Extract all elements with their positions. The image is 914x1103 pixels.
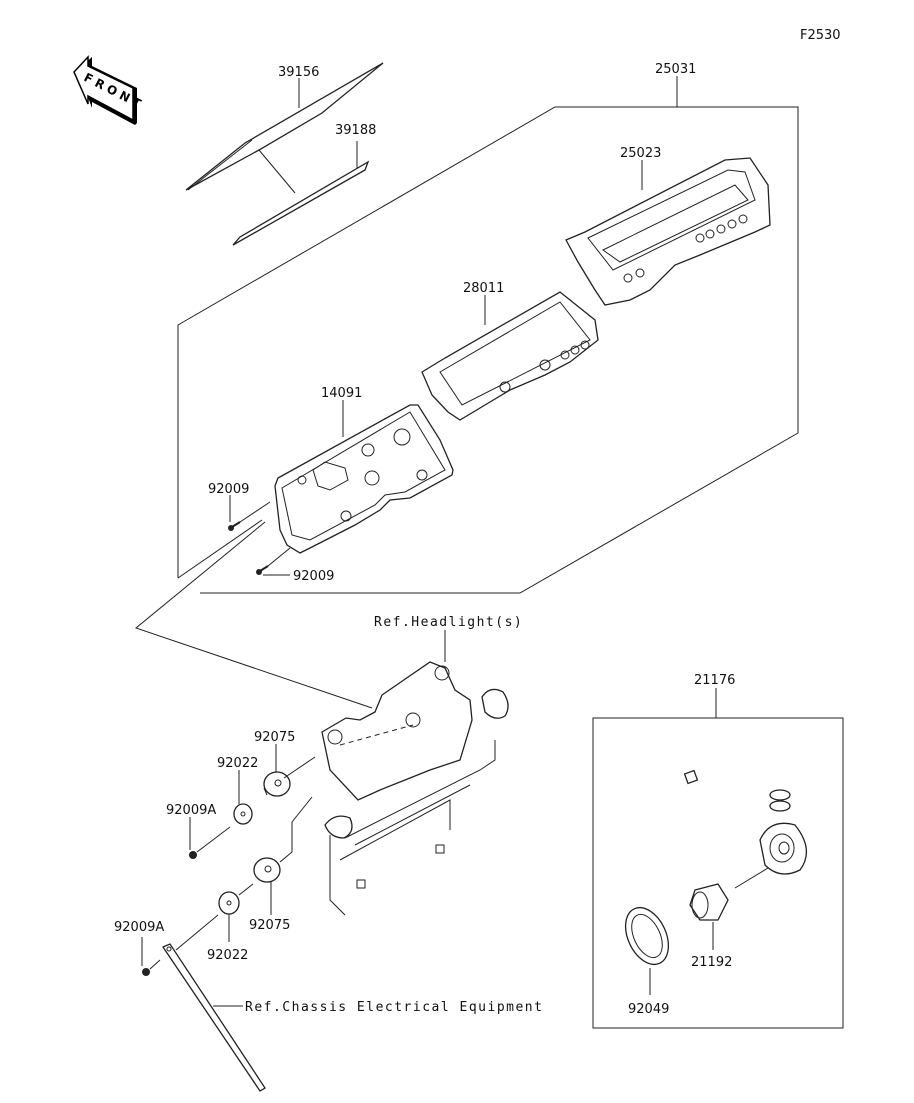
svg-text:92075: 92075 <box>254 730 295 745</box>
leader-meter-bracket <box>134 521 373 709</box>
part-92009A-lower[interactable]: 92009A <box>114 920 164 976</box>
svg-text:92049: 92049 <box>628 1002 669 1017</box>
assembly-outline-25031: 25031 <box>177 62 799 594</box>
svg-text:39188: 39188 <box>335 123 376 138</box>
svg-text:92022: 92022 <box>217 756 258 771</box>
strap-chassis-ref[interactable] <box>162 943 266 1092</box>
figure-id: F2530 <box>800 28 841 43</box>
part-92009-lower[interactable]: 92009 <box>256 547 334 584</box>
part-14091[interactable]: 14091 <box>274 386 454 554</box>
part-25023[interactable]: 25023 <box>565 146 771 306</box>
svg-text:92009: 92009 <box>208 482 249 497</box>
svg-text:92009: 92009 <box>293 569 334 584</box>
bracket-headlight-ref[interactable] <box>321 661 509 916</box>
assembly-25031-label: 25031 <box>655 62 696 77</box>
leader-39156-39188 <box>258 149 296 194</box>
part-28011[interactable]: 28011 <box>421 281 599 421</box>
svg-text:92075: 92075 <box>249 918 290 933</box>
svg-text:92009A: 92009A <box>114 920 164 935</box>
leader-strap-washer <box>175 914 219 951</box>
ref-headlight-label: Ref.Headlight(s) <box>374 615 523 630</box>
svg-text:39156: 39156 <box>278 65 319 80</box>
part-39188[interactable]: 39188 <box>232 123 376 246</box>
part-92009A-upper[interactable]: 92009A <box>166 803 231 859</box>
part-92022-upper[interactable]: 92022 <box>217 756 258 825</box>
svg-text:92022: 92022 <box>207 948 248 963</box>
svg-text:25023: 25023 <box>620 146 661 161</box>
part-92049[interactable]: 92049 <box>617 901 677 1017</box>
svg-text:28011: 28011 <box>463 281 504 296</box>
part-39156[interactable]: 39156 <box>185 62 384 191</box>
leader-case-line <box>177 519 263 579</box>
svg-text:14091: 14091 <box>321 386 362 401</box>
part-21176-sensor[interactable] <box>683 743 807 889</box>
part-92022-lower[interactable]: 92022 <box>207 883 254 963</box>
part-92075-upper[interactable]: 92075 <box>254 730 316 797</box>
assembly-box-21176: 21176 <box>592 673 844 1029</box>
front-arrow-icon: FRONT <box>73 55 147 125</box>
svg-text:21192: 21192 <box>691 955 732 970</box>
part-21192[interactable]: 21192 <box>689 883 732 970</box>
svg-text:92009A: 92009A <box>166 803 216 818</box>
assembly-21176-label: 21176 <box>694 673 735 688</box>
ref-chassis-label: Ref.Chassis Electrical Equipment <box>245 1000 543 1015</box>
part-92075-lower[interactable]: 92075 <box>249 796 313 933</box>
part-92009-upper[interactable]: 92009 <box>208 482 271 531</box>
